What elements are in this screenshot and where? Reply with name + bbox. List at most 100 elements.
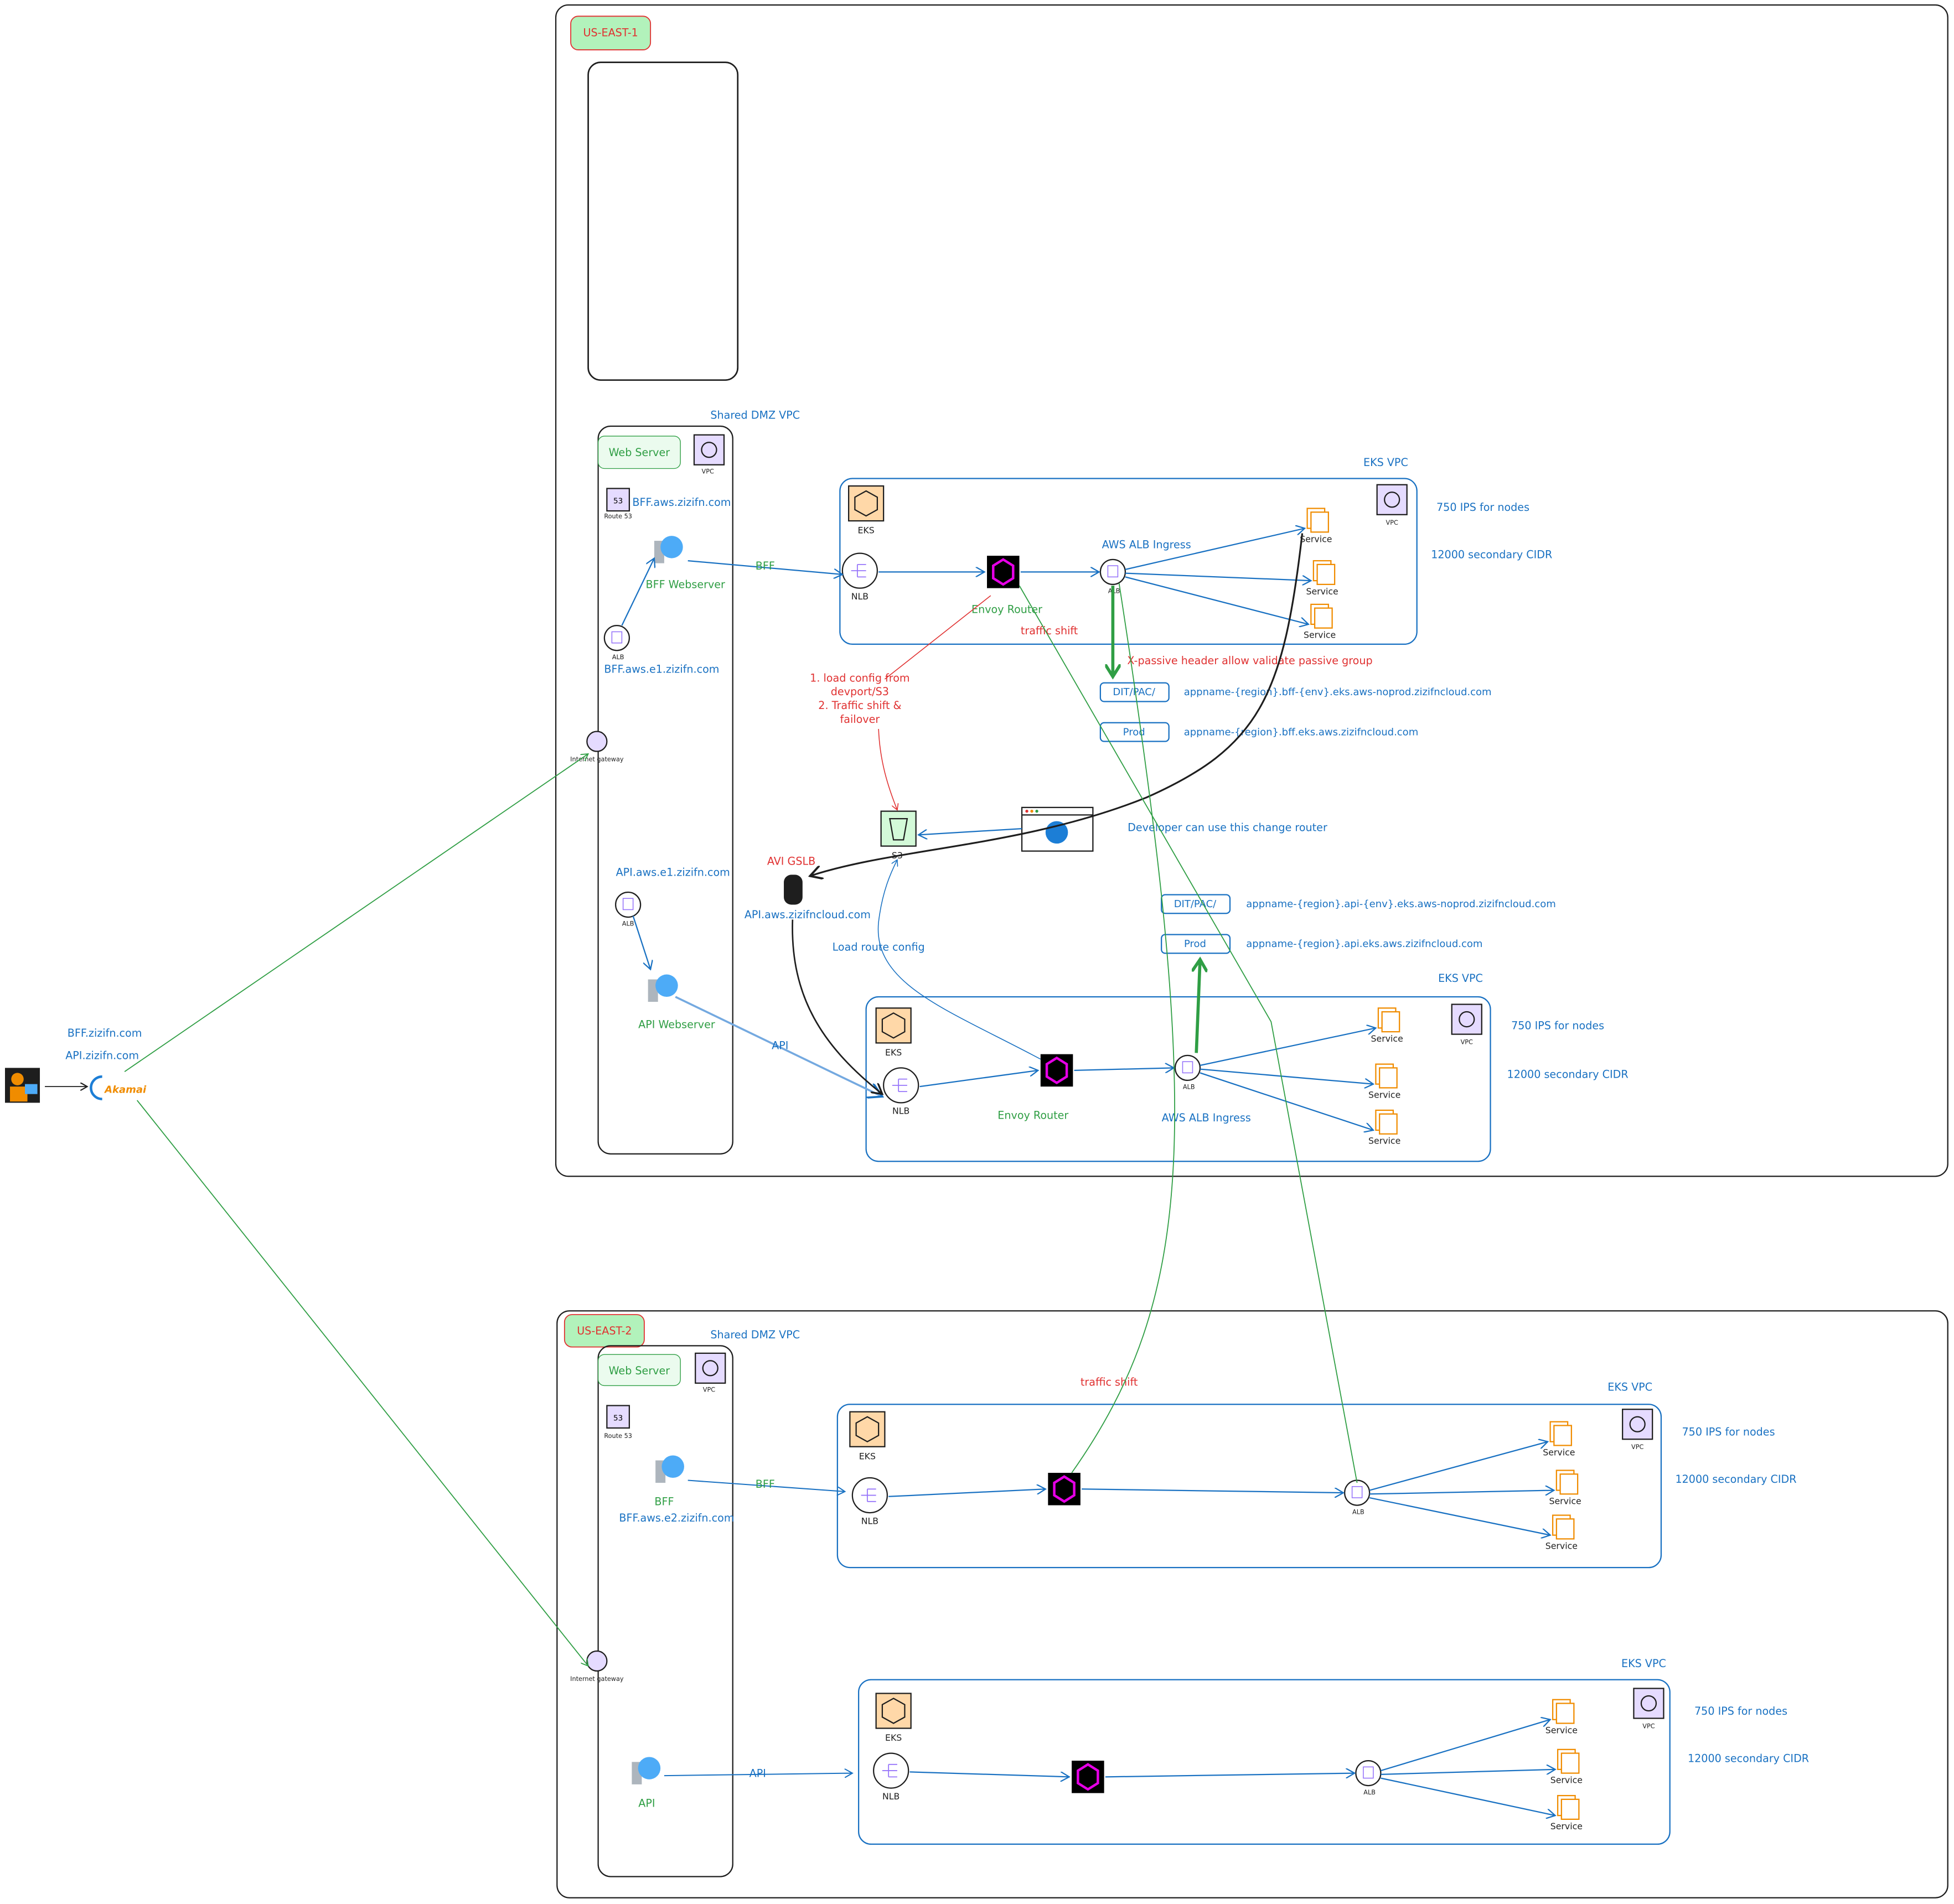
web-server2-label: Web Server [609,1364,670,1377]
service-label: Service [1300,534,1332,544]
eks-icon [849,1411,886,1447]
igw-label: Internet gateway [570,756,624,763]
dmz-vpc [597,425,733,1155]
envoy-to-s3-red [878,595,991,810]
bff-host-prod: appname-{region}.bff.eks.aws.zizifncloud… [1184,726,1419,738]
eks-vpc-title: EKS VPC [1363,456,1408,469]
service-label: Service [1368,1089,1400,1100]
eks-icon [875,1693,912,1729]
web-server2-box [597,1354,681,1386]
eks-vpc-box [836,1404,1662,1569]
secondary-cidr: 12000 secondary CIDR [1675,1473,1796,1486]
alb-icon [1344,1479,1371,1506]
envoy-to-alb-edge [1074,1068,1174,1070]
eks-label: EKS [885,1732,902,1743]
envoy3-to-alb1-green [1071,583,1176,1473]
eks-vpc-title: EKS VPC [1438,972,1483,985]
service-label: Service [1306,586,1338,597]
developer-label: Developer can use this change router [1128,821,1327,834]
gslb-database-icon [784,875,803,905]
envoy-router-icon [1040,1054,1073,1087]
nlb-icon [841,552,878,589]
service-icon [1555,1470,1579,1495]
alb-to-service-edge [1381,1770,1555,1775]
service-label: Service [1543,1447,1575,1458]
envoy-router-icon [987,556,1020,588]
api-webserver-icon [648,974,678,1002]
bff2-label: BFF [654,1496,674,1508]
bff2-edge [687,1479,845,1492]
api-host-dit: appname-{region}.api-{env}.eks.aws-nopro… [1246,898,1555,910]
vpc-label: VPC [702,468,714,475]
load-route-label: Load route config [833,941,925,954]
alb-to-service-edge [1381,1777,1555,1816]
api-edge [675,996,882,1096]
svg-text:DIT/PAC/: DIT/PAC/ [1174,898,1217,910]
vpc-label: VPC [1461,1039,1473,1046]
region-label-box [570,15,652,50]
service-icon [1557,1748,1580,1774]
bff-env-prod: Prod [1099,722,1170,742]
browser-globe-icon [1021,806,1094,852]
vpc-label: VPC [1631,1443,1643,1451]
envoy-router-icon [1048,1473,1081,1505]
eks-vpc-box [865,996,1491,1162]
prod-api-arrow [1196,960,1200,1053]
gslb-label: AVI GSLB [767,855,815,867]
service-label: Service [1549,1496,1581,1506]
alb-label: ALB [1183,1084,1195,1091]
dmz2-label: Shared DMZ VPC [710,1328,800,1341]
service-label: Service [1304,630,1336,640]
api-alb-label: ALB [622,920,634,928]
svg-text:DIT/PAC/: DIT/PAC/ [1113,686,1155,698]
service-icon [1377,1007,1400,1033]
api2-edge-label: API [749,1767,766,1779]
web-server-box [597,436,681,469]
nlb-label: NLB [851,591,869,602]
note-line-4: failover [840,713,880,726]
bff-e2-dns: BFF.aws.e2.zizifn.com [619,1512,734,1524]
route53-icon: 53 [606,488,630,512]
akamai-to-igw2 [136,1100,588,1666]
service-icon [1552,1699,1575,1724]
bff-edge-label: BFF [756,560,775,572]
alb-icon [1355,1760,1382,1787]
service-label: Service [1545,1725,1578,1736]
eks-label: EKS [859,1451,876,1461]
bff-e1-dns: BFF.aws.e1.zizifn.com [604,663,719,676]
service-icon [1310,603,1333,629]
envoy-to-alb-edge [1105,1773,1355,1777]
region2-label: US-EAST-2 [577,1324,632,1337]
api2-label: API [638,1797,655,1809]
eks-icon [847,485,885,522]
eks-icon [875,1007,912,1044]
svg-text:Prod: Prod [1123,726,1145,738]
envoy-router-label: Envoy Router [997,1109,1068,1122]
traffic-shift-label: traffic shift [1021,624,1078,637]
s3-bucket-icon [880,810,917,847]
route53-label: Route 53 [604,513,632,520]
api-e1-dns: API.aws.e1.zizifn.com [616,866,730,879]
service-label: Service [1550,1821,1583,1831]
service-label: Service [1368,1136,1400,1146]
ips-for-nodes: 750 IPS for nodes [1436,501,1529,514]
gslb-to-nlb [792,919,882,1094]
alb-ingress-label: AWS ALB Ingress [1102,539,1191,551]
nlb-icon [873,1752,909,1789]
bff2-edge-label: BFF [756,1478,775,1491]
nlb-label: NLB [882,1791,900,1802]
nlb-icon [883,1067,919,1104]
eks-vpc-title: EKS VPC [1621,1657,1666,1670]
envoy1-to-alb3-green [1019,585,1358,1483]
vpc-icon [1633,1688,1664,1719]
service-icon [1306,508,1329,533]
service-icon [1557,1794,1580,1820]
vpc-icon [1622,1409,1653,1440]
svg-text:Akamai: Akamai [104,1084,147,1095]
internet-gateway-icon [586,731,608,752]
nlb-to-envoy-edge [888,1489,1046,1497]
alb-to-service-edge [1381,1720,1550,1772]
